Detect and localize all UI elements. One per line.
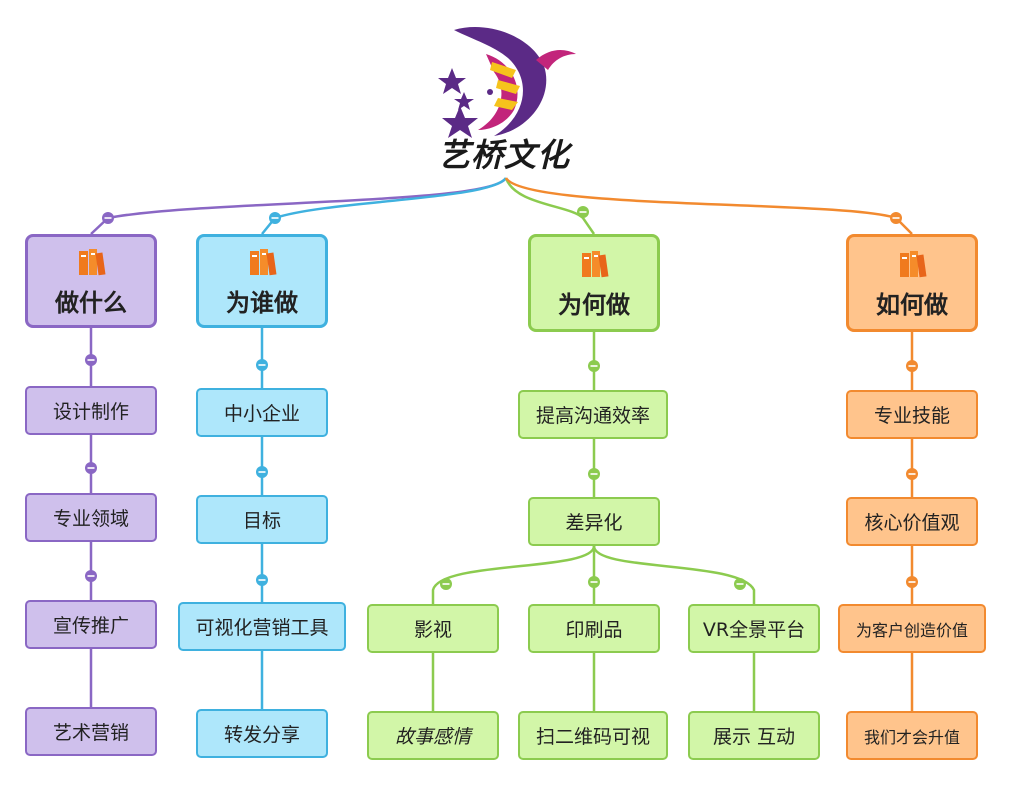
header-how: 如何做 [846, 234, 978, 332]
branch-video-child: 故事感情 [367, 711, 499, 760]
branch-print: 印刷品 [528, 604, 660, 653]
header-label: 如何做 [876, 290, 948, 319]
branch-print-child: 扫二维码可视 [518, 711, 668, 760]
header-label: 为谁做 [226, 288, 298, 317]
item-art-marketing: 艺术营销 [25, 707, 157, 756]
header-who: 为谁做 [196, 234, 328, 328]
item-target: 目标 [196, 495, 328, 544]
branch-vr: VR全景平台 [688, 604, 820, 653]
item-differentiation: 差异化 [528, 497, 660, 546]
link-root-how [504, 177, 913, 235]
branch-video: 影视 [367, 604, 499, 653]
link-branch-video [431, 545, 596, 604]
brand-name: 艺桥文化 [437, 136, 570, 174]
book-icon [250, 248, 277, 275]
item-skills: 专业技能 [846, 390, 978, 439]
brand-logo-icon [438, 27, 576, 138]
branch-vr-child: 展示 互动 [688, 711, 820, 760]
item-visual-tool: 可视化营销工具 [178, 602, 346, 651]
item-design: 设计制作 [25, 386, 157, 435]
item-sme: 中小企业 [196, 388, 328, 437]
link-root-what [90, 177, 508, 235]
link-branch-vr [592, 545, 756, 604]
header-why: 为何做 [528, 234, 660, 332]
item-domain: 专业领域 [25, 493, 157, 542]
book-icon [582, 250, 609, 277]
book-icon [900, 250, 927, 277]
item-efficiency: 提高沟通效率 [518, 390, 668, 439]
item-share: 转发分享 [196, 709, 328, 758]
item-values: 核心价值观 [846, 497, 978, 546]
header-label: 做什么 [55, 288, 127, 317]
item-appreciate: 我们才会升值 [846, 711, 978, 760]
item-promotion: 宣传推广 [25, 600, 157, 649]
link-root-who [261, 177, 508, 235]
header-label: 为何做 [558, 290, 630, 319]
item-create-value: 为客户创造价值 [838, 604, 986, 653]
book-icon [79, 248, 106, 275]
link-branch-children [431, 653, 756, 711]
header-what: 做什么 [25, 234, 157, 328]
